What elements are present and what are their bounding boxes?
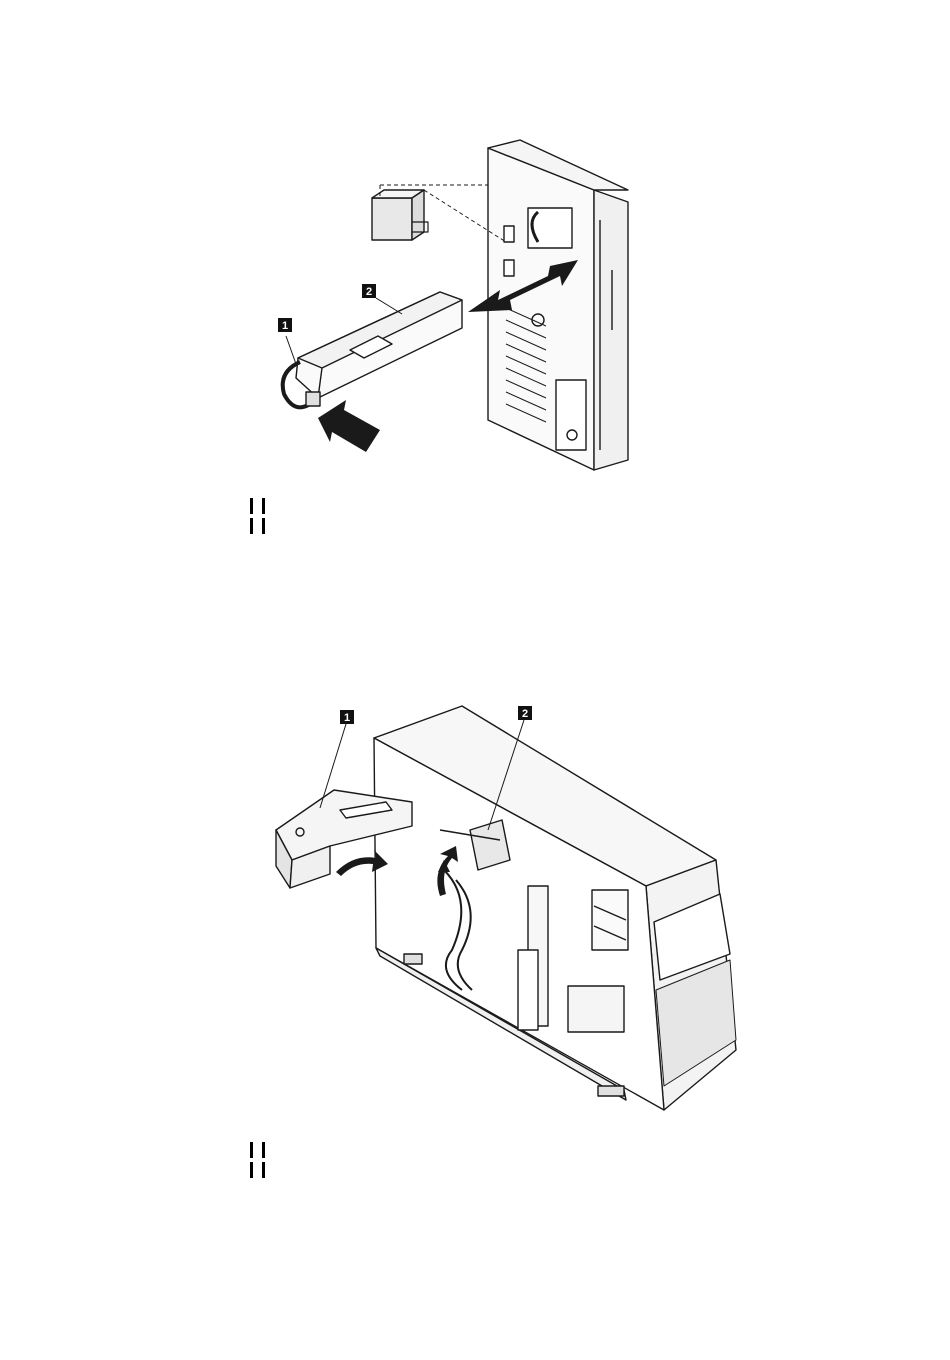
power-supply-install-illustration: 1 2 xyxy=(0,130,950,490)
revision-bar xyxy=(250,1142,253,1158)
callout-2: 2 xyxy=(518,706,532,720)
svg-text:2: 2 xyxy=(522,708,528,720)
callout-2: 2 xyxy=(362,284,376,298)
revision-bar xyxy=(262,498,265,514)
server-chassis-side xyxy=(374,706,736,1110)
revision-bar xyxy=(262,1142,265,1158)
callout-1: 1 xyxy=(278,318,292,332)
power-supply-filler xyxy=(372,185,506,242)
power-supply-unit xyxy=(283,292,462,407)
callout-1: 1 xyxy=(340,710,354,724)
revision-bar xyxy=(262,1162,265,1178)
push-arrow xyxy=(318,400,380,452)
svg-text:2: 2 xyxy=(366,286,372,298)
revision-bar xyxy=(250,1162,253,1178)
power-supply-cage-illustration: 1 2 xyxy=(0,690,950,1130)
revision-bar xyxy=(262,518,265,534)
svg-text:1: 1 xyxy=(344,712,350,724)
revision-bar xyxy=(250,518,253,534)
svg-text:1: 1 xyxy=(282,320,288,332)
revision-bar xyxy=(250,498,253,514)
